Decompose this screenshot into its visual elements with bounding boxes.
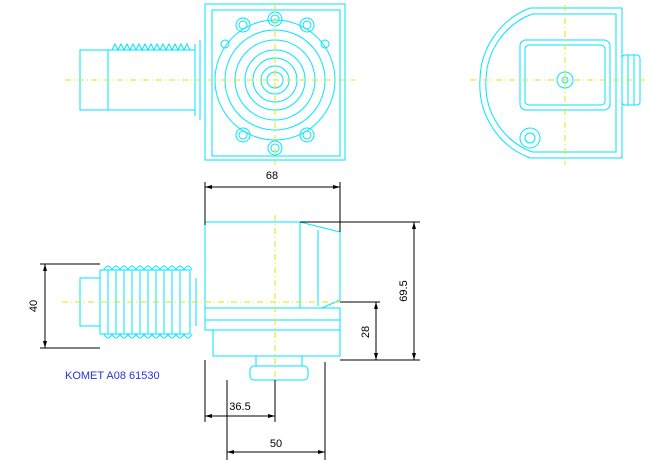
side-elevation — [62, 215, 341, 385]
side-view — [470, 5, 645, 165]
part-caption: KOMET A08 61530 — [65, 370, 160, 382]
elevation-spindle — [249, 365, 309, 381]
dim-height-right: 69.5 — [398, 280, 410, 301]
dimension-labels: 68 69.5 28 40 36.5 50 — [28, 170, 410, 450]
dim-width-top: 68 — [266, 170, 278, 182]
dim-offset-right: 28 — [360, 326, 372, 338]
elevation-body — [204, 221, 341, 309]
dim-bottom-inner: 36.5 — [229, 401, 250, 413]
side-view-coolant-port — [519, 127, 541, 149]
front-view-bolt-holes — [220, 11, 330, 156]
dim-bottom-outer: 50 — [270, 438, 282, 450]
front-view — [65, 3, 355, 165]
front-view-shank — [79, 49, 196, 111]
dimension-lines — [40, 182, 420, 460]
front-view-body — [204, 3, 346, 161]
dim-diameter-left: 40 — [28, 300, 40, 312]
side-view-body — [479, 7, 623, 159]
